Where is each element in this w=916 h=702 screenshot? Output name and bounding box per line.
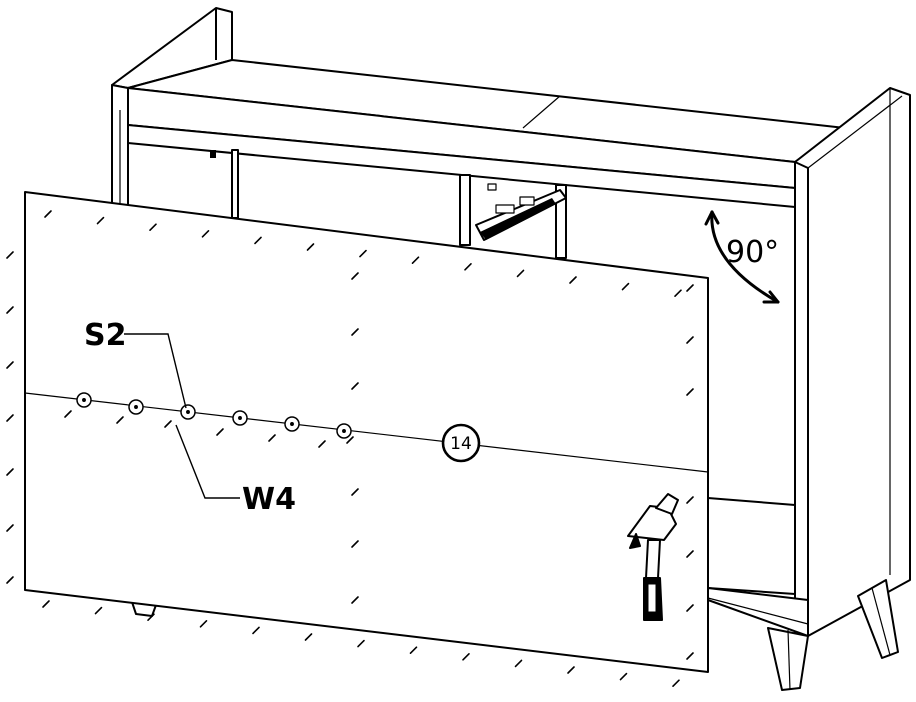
nail-mark [351, 382, 359, 390]
cabinet-body [111, 7, 911, 691]
label-screw-s2: S2 [84, 318, 126, 353]
nail-mark [351, 540, 359, 548]
nail-mark [6, 576, 14, 584]
nail-mark [164, 420, 172, 428]
nail-mark [686, 550, 694, 558]
dowel-hole-center [290, 422, 294, 426]
nail-mark [304, 633, 313, 641]
nail-mark [116, 416, 124, 424]
nail-mark [6, 361, 14, 369]
step-number: 14 [450, 434, 472, 454]
dowel-hole-center [186, 410, 190, 414]
nail-mark [686, 496, 694, 504]
label-dowel-w4: W4 [242, 482, 296, 517]
right-side-panel [794, 87, 911, 637]
interior-divider-center [459, 174, 471, 246]
nail-mark [147, 613, 155, 622]
nail-mark [252, 626, 260, 635]
dowel-holes [76, 392, 352, 439]
nail-mark [42, 600, 50, 608]
nail-mark [516, 269, 525, 278]
right-front-post [794, 161, 809, 637]
nail-mark [672, 679, 680, 688]
nail-mark [674, 289, 682, 298]
nail-mark [569, 276, 577, 284]
nail-mark [411, 256, 420, 265]
nail-mark [351, 596, 359, 604]
dowel-hole-center [342, 429, 346, 433]
nail-mark [6, 468, 14, 476]
nail-mark [44, 210, 52, 218]
nail-mark [686, 388, 694, 396]
hammer-icon [627, 493, 679, 621]
nail-mark [306, 243, 315, 251]
nail-mark [94, 606, 103, 615]
nail-mark [64, 410, 72, 418]
nail-mark [686, 336, 694, 344]
nail-mark [96, 216, 105, 225]
nail-mark [686, 284, 694, 292]
bottom-shelf [707, 497, 796, 595]
nail-mark [686, 604, 694, 612]
step-number-badge: 14 [441, 423, 481, 463]
back-panel [24, 191, 709, 673]
nail-mark [409, 646, 418, 655]
nail-mark [6, 524, 14, 532]
nail-mark [318, 440, 326, 448]
nail-mark [359, 249, 367, 258]
nail-marks [6, 210, 694, 688]
nail-mark [686, 652, 694, 660]
nail-mark [514, 659, 523, 668]
leader-w4 [175, 424, 240, 499]
leg-front-right [767, 627, 809, 691]
nail-mark [6, 414, 14, 422]
nail-mark [567, 666, 575, 674]
interior-divider-right [555, 184, 567, 259]
leader-lines [124, 333, 240, 499]
nail-mark [6, 306, 14, 314]
nail-mark [201, 230, 210, 238]
nail-mark [199, 619, 208, 628]
nail-mark [351, 272, 359, 280]
nail-mark [149, 223, 157, 231]
label-angle: 90° [726, 235, 779, 270]
nail-mark [216, 428, 224, 436]
nail-mark [619, 672, 628, 681]
nail-mark [621, 282, 630, 291]
dowel-hole-center [134, 405, 138, 409]
leg-back-right [857, 579, 899, 659]
nail-mark [346, 436, 354, 444]
dowel-hole-center [238, 416, 242, 420]
nail-mark [254, 236, 262, 245]
nail-mark [6, 251, 14, 259]
nail-mark [464, 262, 472, 271]
interior-divider-left [231, 149, 239, 219]
nail-mark [351, 488, 359, 496]
plinth [707, 587, 809, 637]
dowel-hole-center [82, 398, 86, 402]
right-angle-arrow-icon [704, 210, 780, 304]
nail-mark [462, 652, 470, 661]
nail-mark [357, 639, 365, 648]
nail-mark [268, 434, 276, 442]
leader-s2 [124, 333, 187, 409]
nail-mark [351, 328, 359, 336]
